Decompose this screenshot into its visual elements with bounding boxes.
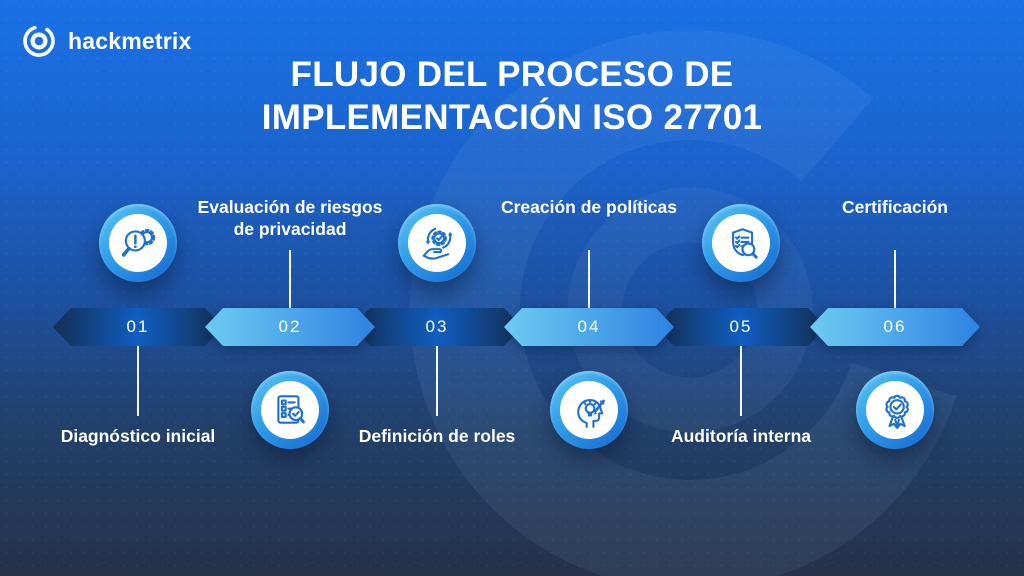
step-label: Creación de políticas [500, 197, 678, 217]
connector-line [289, 250, 291, 308]
step-05: 05 Auditoría interna [646, 0, 836, 576]
step-label: Evaluación de riesgos de privacidad [197, 197, 383, 239]
magnifier-alert-gear-icon [99, 204, 177, 282]
step-number: 01 [126, 317, 150, 336]
brand: hackmetrix [20, 22, 191, 60]
step-number: 04 [577, 317, 601, 336]
chevron-03: 03 [352, 308, 522, 346]
connector-line [894, 250, 896, 308]
step-06: Certificación 06 [800, 0, 990, 576]
connector-line [588, 250, 590, 308]
connector-line [740, 346, 742, 416]
step-03: 03 Definición de roles [342, 0, 532, 576]
chevron-04: 04 [504, 308, 674, 346]
step-number: 06 [883, 317, 907, 336]
award-ribbon-icon [856, 371, 934, 449]
step-label: Certificación [842, 197, 948, 217]
chevron-02: 02 [205, 308, 375, 346]
page-title: FLUJO DEL PROCESO DE IMPLEMENTACIÓN ISO … [0, 53, 1024, 139]
chevron-01: 01 [53, 308, 223, 346]
step-02: Evaluación de riesgos de privacidad 02 [195, 0, 385, 576]
step-number: 03 [425, 317, 449, 336]
chevron-06: 06 [810, 308, 980, 346]
connector-line [137, 346, 139, 416]
step-01: 01 Diagnóstico inicial [43, 0, 233, 576]
shield-audit-magnifier-icon [702, 204, 780, 282]
page-title-line2: IMPLEMENTACIÓN ISO 27701 [261, 98, 763, 137]
step-number: 05 [729, 317, 753, 336]
head-idea-pencil-icon [550, 371, 628, 449]
step-number: 02 [278, 317, 302, 336]
checklist-magnifier-icon [251, 371, 329, 449]
page-title-line1: FLUJO DEL PROCESO DE [290, 55, 734, 94]
step-04: Creación de políticas 04 [494, 0, 684, 576]
step-label: Auditoría interna [670, 426, 811, 446]
connector-line [436, 346, 438, 416]
step-label: Diagnóstico inicial [60, 426, 216, 446]
hand-gear-icon [398, 204, 476, 282]
hackmetrix-logo-icon [23, 25, 55, 57]
step-label: Definición de roles [358, 426, 516, 446]
brand-name: hackmetrix [68, 27, 192, 54]
chevron-05: 05 [656, 308, 826, 346]
